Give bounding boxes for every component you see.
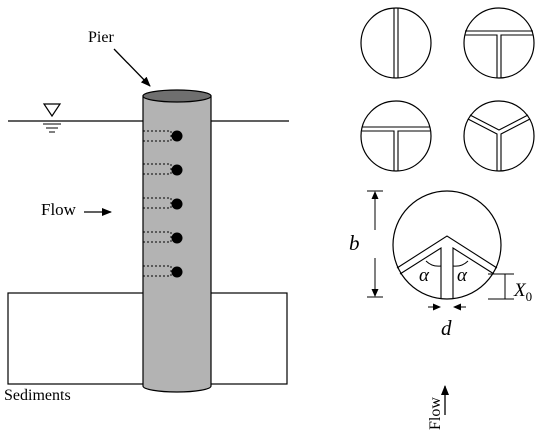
probe-2	[143, 163, 183, 176]
pier-label: Pier	[88, 29, 114, 46]
slot-config-y	[463, 100, 535, 172]
probe-4	[143, 231, 183, 244]
pier-cylinder	[142, 89, 212, 393]
slot-config-inverted-t	[360, 100, 432, 172]
flume-side-view: Pier Flow Sediments	[4, 29, 289, 404]
flow-label-left: Flow	[41, 200, 77, 219]
probe-1	[143, 130, 183, 142]
flow-label-bottom: Flow	[427, 397, 444, 430]
alpha-right-label: α	[457, 265, 468, 286]
sediments-label: Sediments	[4, 387, 71, 404]
alpha-arc-right	[452, 260, 469, 267]
flow-indicator-bottom: Flow	[427, 385, 449, 430]
slot-config-single	[360, 7, 432, 79]
probe-array	[143, 130, 183, 278]
slot-configurations	[360, 7, 535, 172]
probe-3	[143, 197, 183, 210]
alpha-left-label: α	[419, 265, 430, 286]
probe-5	[143, 265, 183, 278]
slot-geometry-detail: α α b X0 d	[349, 190, 532, 340]
pier-cross-section	[392, 190, 502, 300]
dimension-b-label: b	[349, 231, 360, 255]
alpha-arc-left	[425, 260, 442, 267]
pier-arrow-icon	[113, 48, 151, 87]
dimension-x0-label: X0	[513, 280, 532, 304]
slot-config-t	[463, 7, 535, 79]
pier-top-face	[142, 89, 212, 103]
water-level-symbol-icon	[42, 103, 62, 133]
dimension-d-label: d	[441, 316, 452, 340]
